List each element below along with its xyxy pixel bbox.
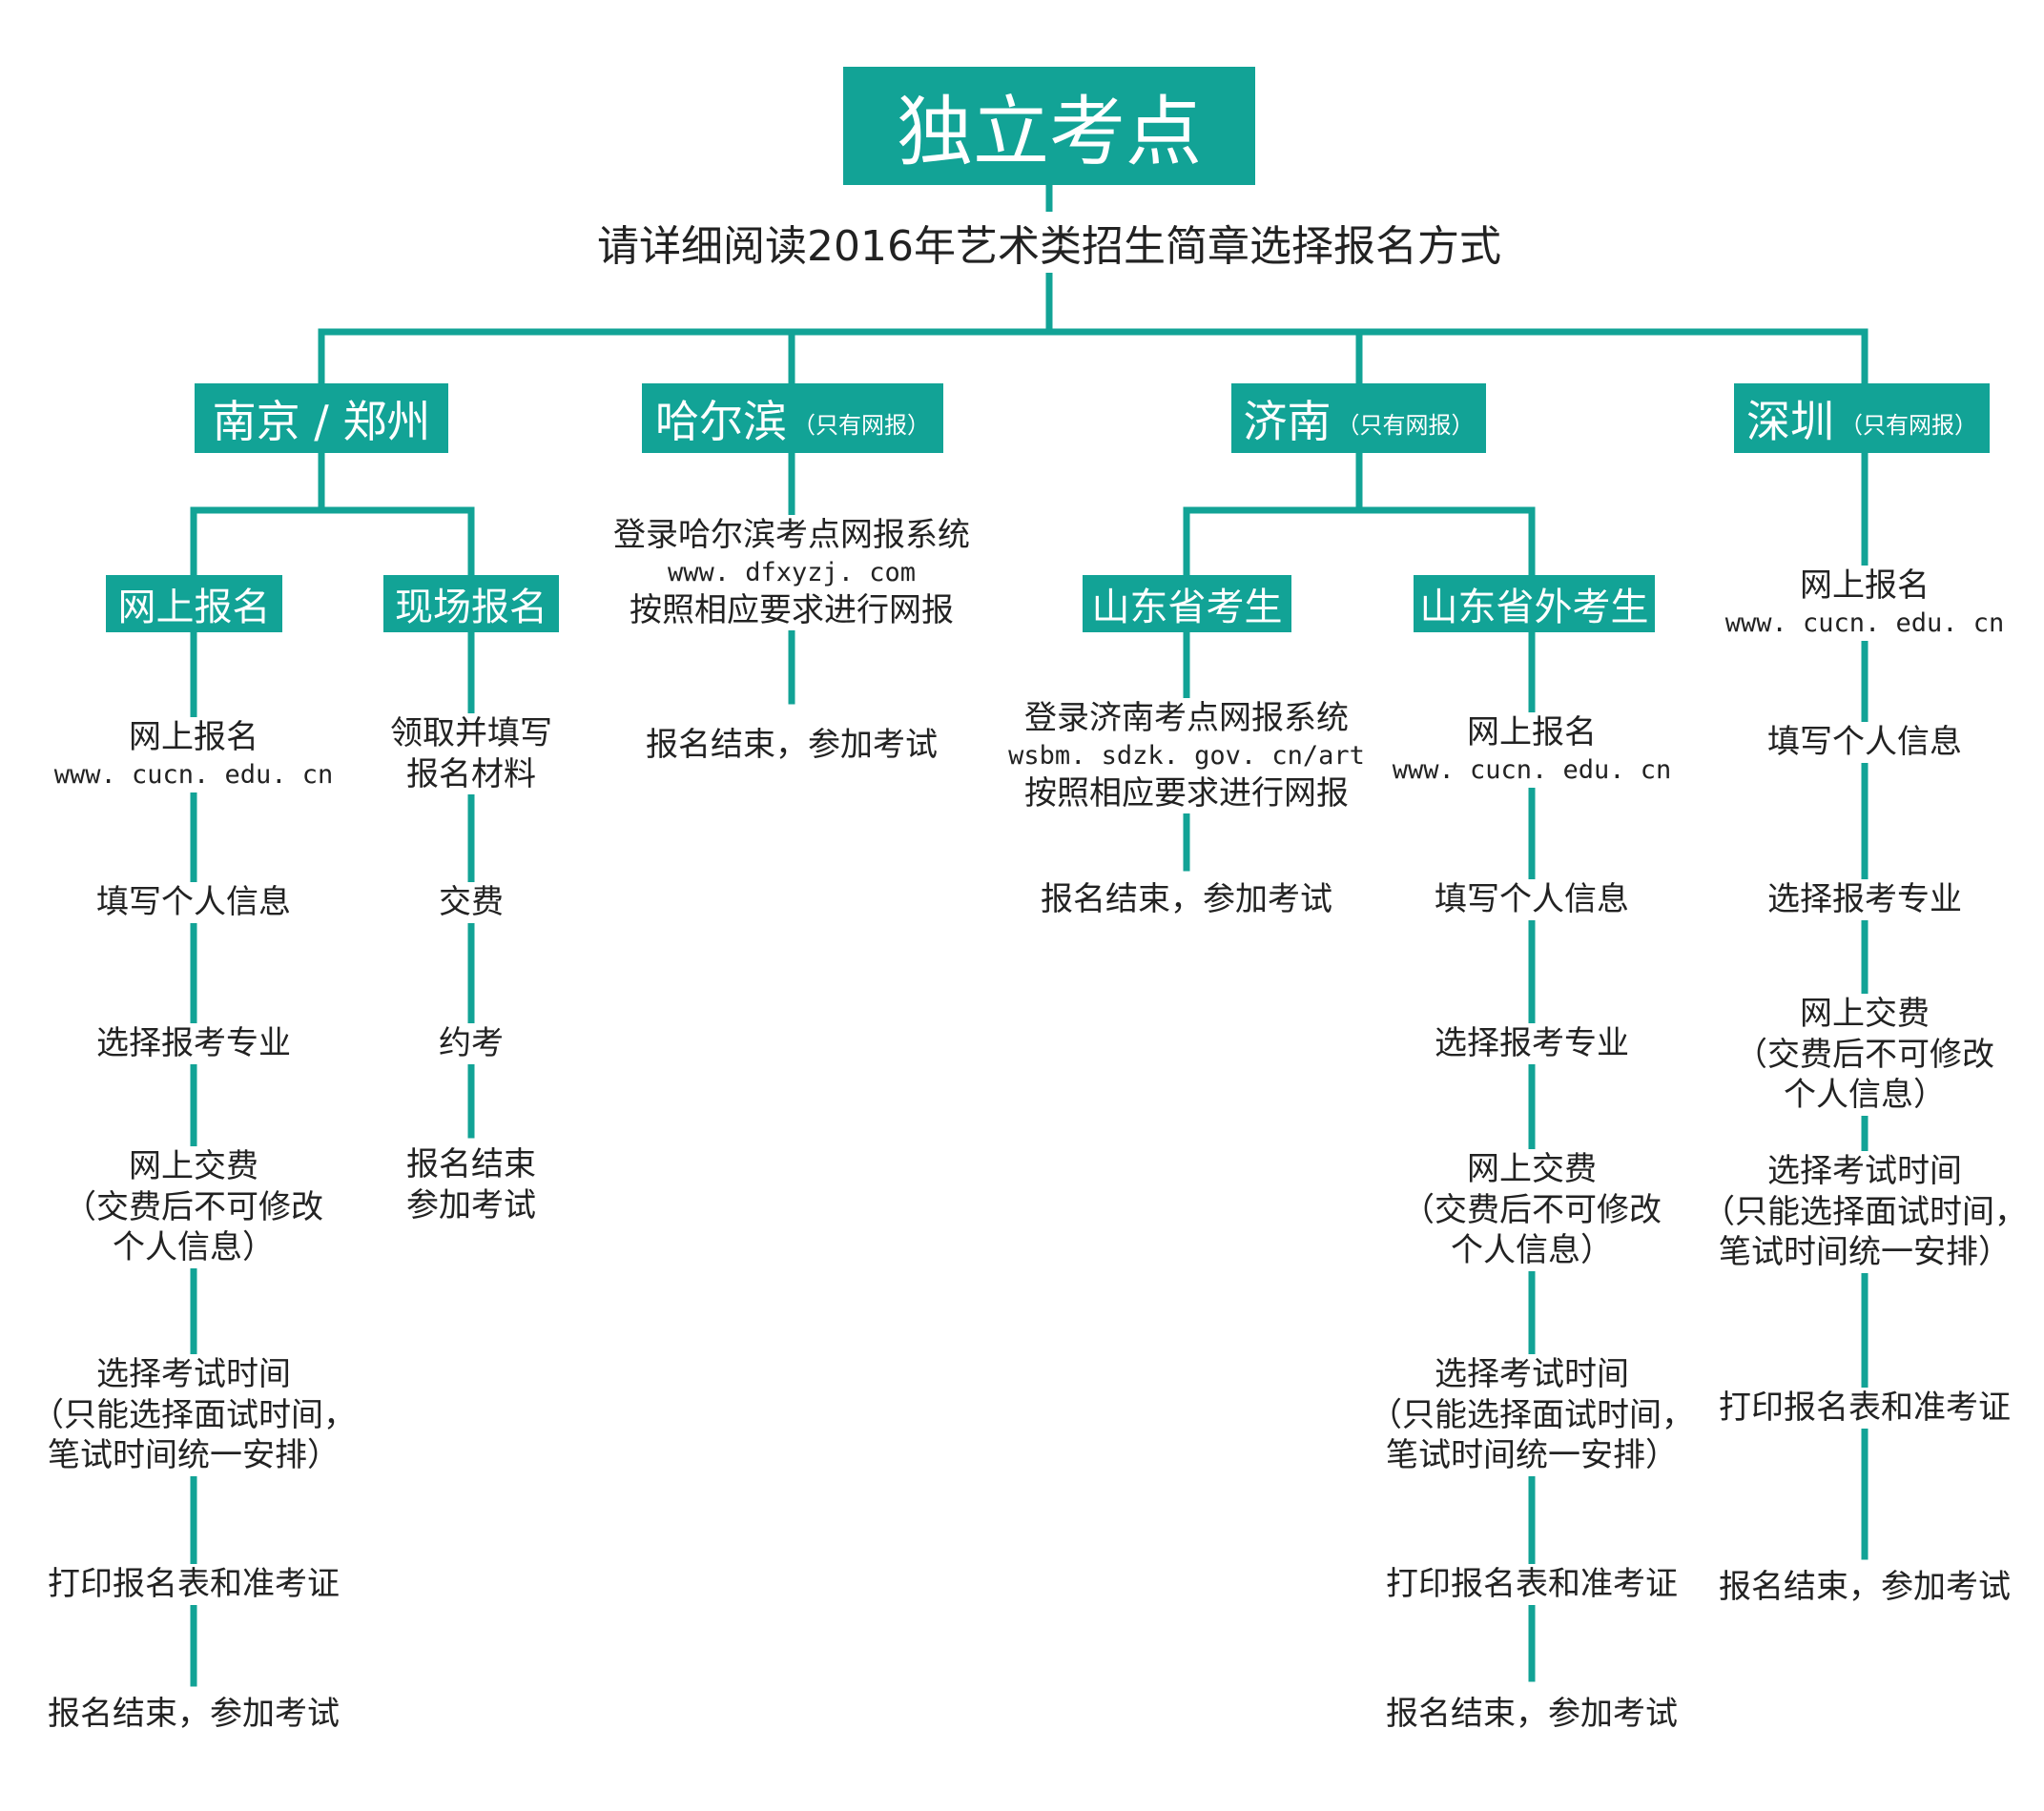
shandong-outside-label: 山东省外考生 — [1419, 586, 1649, 629]
sz-step1: 网上报名 www. cucn. edu. cn — [1724, 566, 2005, 641]
online-registration-box: 网上报名 — [106, 575, 282, 632]
onsite-registration-box: 现场报名 — [383, 575, 559, 632]
page-title: 独立考点 — [897, 88, 1202, 176]
jn-outside-step4: 网上交费 （交费后不可修改 个人信息） — [1402, 1149, 1662, 1271]
branch-harbin-note: （只有网报） — [793, 412, 930, 439]
nj-online-step5: 选择考试时间 （只能选择面试时间， 笔试时间统一安排） — [31, 1354, 356, 1476]
nj-online-url: www. cucn. edu. cn — [53, 759, 334, 790]
subtitle: 请详细阅读2016年艺术类招生简章选择报名方式 — [591, 212, 1507, 273]
jinan-local-url: wsbm. sdzk. gov. cn/art — [1008, 740, 1365, 771]
shandong-outside-box: 山东省外考生 — [1414, 575, 1655, 632]
onsite-registration-label: 现场报名 — [395, 586, 547, 629]
jn-outside-step3: 选择报考专业 — [1435, 1023, 1629, 1064]
branch-nanjing-box: 南京 / 郑州 — [195, 383, 448, 453]
branch-harbin-name: 哈尔滨 — [655, 395, 787, 447]
sz-step2: 填写个人信息 — [1767, 722, 1962, 763]
jinan-local-instructions: 登录济南考点网报系统 wsbm. sdzk. gov. cn/art 按照相应要… — [1008, 698, 1365, 814]
online-registration-label: 网上报名 — [117, 586, 271, 629]
sz-step7: 报名结束，参加考试 — [1719, 1567, 2011, 1608]
jinan-local-end: 报名结束，参加考试 — [1041, 879, 1332, 920]
harbin-end: 报名结束，参加考试 — [646, 725, 938, 766]
branch-nanjing-name: 南京 / 郑州 — [212, 395, 431, 447]
nj-online-step2: 填写个人信息 — [96, 882, 291, 923]
branch-shenzhen-note: （只有网报） — [1840, 412, 1977, 439]
jn-outside-step7: 报名结束，参加考试 — [1386, 1694, 1678, 1735]
sz-url: www. cucn. edu. cn — [1724, 607, 2005, 638]
harbin-instructions: 登录哈尔滨考点网报系统 www. dfxyzj. com 按照相应要求进行网报 — [613, 515, 970, 631]
nj-online-step6: 打印报名表和准考证 — [48, 1564, 340, 1605]
jn-outside-step6: 打印报名表和准考证 — [1386, 1564, 1678, 1605]
branch-shenzhen-name: 深圳 — [1746, 395, 1834, 447]
harbin-url: www. dfxyzj. com — [667, 557, 917, 587]
sz-step4: 网上交费 （交费后不可修改 个人信息） — [1735, 994, 1994, 1116]
nj-online-step7: 报名结束，参加考试 — [48, 1694, 340, 1735]
nj-onsite-step2: 交费 — [439, 882, 504, 923]
nj-online-step1: 网上报名 www. cucn. edu. cn — [53, 717, 334, 792]
nj-onsite-step4: 报名结束 参加考试 — [406, 1144, 536, 1225]
branch-jinan-name: 济南 — [1243, 395, 1332, 447]
sz-step3: 选择报考专业 — [1767, 879, 1962, 920]
nj-onsite-step3: 约考 — [439, 1023, 504, 1064]
branch-jinan-box: 济南 （只有网报） — [1231, 383, 1486, 453]
nj-online-step3: 选择报考专业 — [96, 1023, 291, 1064]
jn-outside-url: www. cucn. edu. cn — [1392, 754, 1672, 785]
nj-onsite-step1: 领取并填写 报名材料 — [390, 713, 552, 794]
title-box: 独立考点 — [843, 67, 1255, 185]
jn-outside-step1: 网上报名 www. cucn. edu. cn — [1392, 712, 1672, 788]
jn-outside-step2: 填写个人信息 — [1435, 879, 1629, 920]
branch-shenzhen-box: 深圳 （只有网报） — [1734, 383, 1990, 453]
shandong-local-label: 山东省考生 — [1091, 586, 1283, 629]
branch-jinan-note: （只有网报） — [1336, 412, 1475, 439]
jn-outside-step5: 选择考试时间 （只能选择面试时间， 笔试时间统一安排） — [1370, 1354, 1694, 1476]
nj-online-step4: 网上交费 （交费后不可修改 个人信息） — [64, 1146, 323, 1268]
branch-harbin-box: 哈尔滨 （只有网报） — [642, 383, 943, 453]
sz-step6: 打印报名表和准考证 — [1719, 1388, 2011, 1429]
sz-step5: 选择考试时间 （只能选择面试时间， 笔试时间统一安排） — [1703, 1151, 2027, 1273]
shandong-local-box: 山东省考生 — [1083, 575, 1291, 632]
